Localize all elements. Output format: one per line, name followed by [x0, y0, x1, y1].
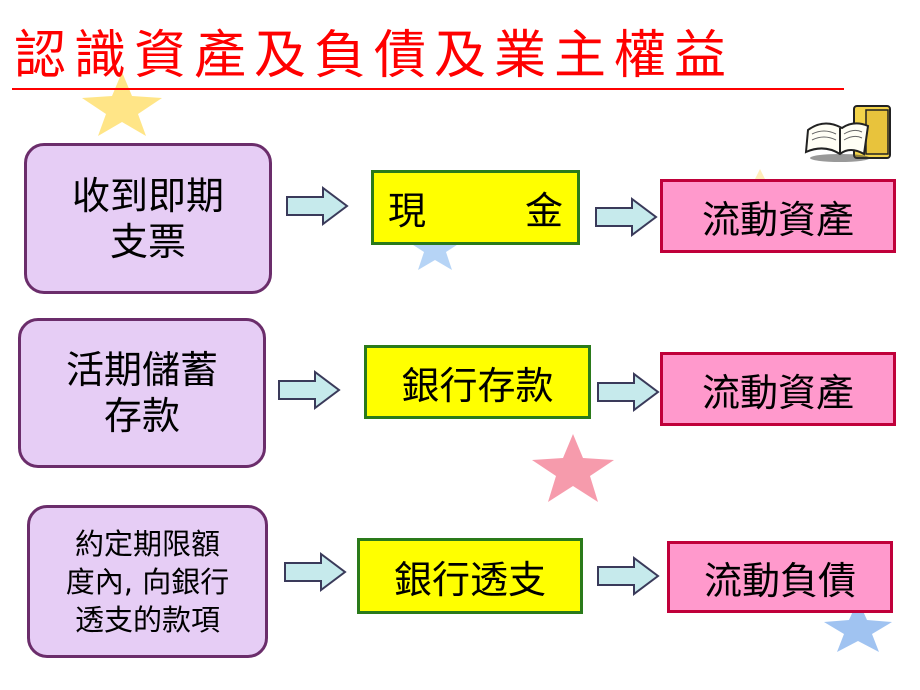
result-box: 流動資產 [660, 179, 896, 253]
page-title: 認識資產及負債及業主權益 [14, 26, 735, 86]
middle-box: 銀行透支 [357, 538, 583, 614]
star-icon [82, 72, 162, 136]
middle-label-right: 金 [524, 189, 563, 233]
arrow-right-icon [595, 197, 658, 237]
source-line: 支票 [109, 219, 186, 264]
star-icon [407, 224, 463, 270]
arrow-right-icon [284, 552, 347, 592]
arrow-right-icon [597, 372, 660, 412]
source-line: 約定期限額 [74, 526, 220, 561]
source-box: 約定期限額 度內, 向銀行 透支的款項 [27, 505, 268, 658]
source-line: 透支的款項 [74, 602, 220, 637]
arrow-right-icon [597, 556, 660, 596]
arrow-right-icon [286, 186, 349, 226]
book-folder-icon [804, 105, 891, 162]
source-box: 活期儲蓄 存款 [18, 318, 266, 468]
middle-label-left: 現 [388, 189, 427, 233]
result-box: 流動資產 [660, 352, 896, 426]
title-underline [12, 88, 844, 90]
source-box: 收到即期 支票 [24, 143, 272, 294]
source-line: 活期儲蓄 [65, 348, 218, 392]
middle-box: 現 金 [371, 170, 580, 245]
result-box: 流動負債 [667, 541, 893, 613]
middle-box: 銀行存款 [364, 345, 591, 419]
star-icon [824, 600, 892, 652]
source-line: 收到即期 [71, 173, 224, 218]
star-icon [532, 434, 614, 502]
source-line: 度內, 向銀行 [65, 564, 230, 599]
source-line: 存款 [103, 394, 180, 438]
arrow-right-icon [278, 370, 341, 410]
